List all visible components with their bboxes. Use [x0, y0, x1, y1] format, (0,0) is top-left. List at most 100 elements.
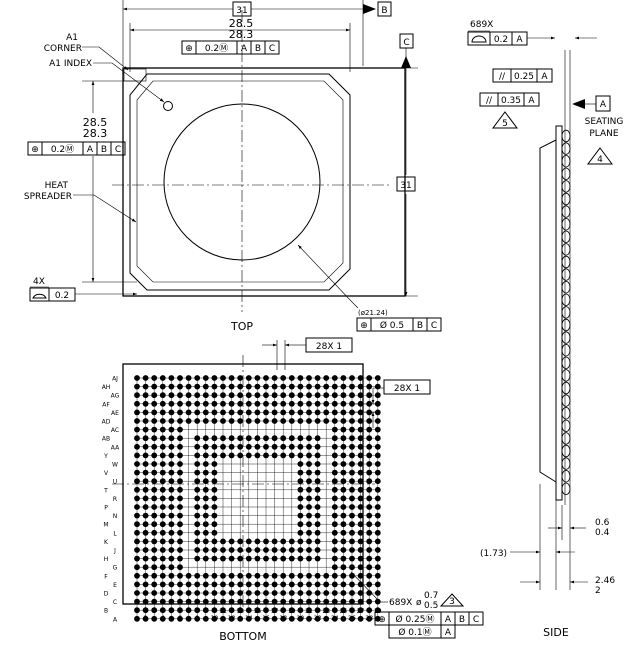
- col-label: 9: [204, 608, 208, 615]
- solder-ball: [288, 452, 295, 459]
- side-ball: [561, 167, 571, 181]
- solder-ball: [151, 486, 158, 493]
- solder-ball: [194, 529, 201, 536]
- solder-ball: [168, 504, 175, 510]
- col-label: 21: [305, 608, 313, 615]
- solder-ball: [340, 409, 347, 416]
- solder-ball: [177, 375, 183, 381]
- solder-ball: [340, 426, 347, 433]
- row-label: AF: [102, 401, 110, 408]
- solder-ball: [151, 392, 158, 399]
- solder-ball: [151, 581, 158, 588]
- solder-ball: [349, 486, 355, 493]
- solder-ball: [374, 495, 381, 502]
- solder-ball: [331, 478, 338, 485]
- solder-ball: [306, 478, 312, 485]
- col-label: 4: [161, 615, 165, 622]
- solder-ball: [168, 469, 175, 476]
- solder-ball: [202, 581, 209, 588]
- solder-ball: [288, 435, 295, 442]
- solder-ball: [323, 392, 330, 399]
- side-ball: [561, 419, 571, 433]
- solder-ball: [331, 426, 338, 433]
- solder-ball: [159, 590, 166, 596]
- solder-ball: [159, 512, 166, 519]
- solder-ball: [280, 383, 287, 390]
- solder-ball: [374, 538, 381, 545]
- solder-ball: [331, 400, 338, 407]
- solder-ball: [168, 512, 175, 519]
- solder-ball: [151, 478, 158, 485]
- fcf-side-flatness: 0.2 A: [467, 31, 528, 46]
- svg-text:⊕: ⊕: [31, 145, 39, 155]
- heat-spreader-outline: [129, 73, 351, 291]
- svg-text:A: A: [528, 96, 535, 106]
- solder-ball: [306, 461, 312, 467]
- solder-ball: [288, 383, 295, 390]
- pitch-x-box: [305, 337, 353, 353]
- solder-ball: [237, 452, 244, 459]
- solder-ball: [202, 469, 209, 476]
- col-label: 5: [169, 608, 173, 615]
- solder-ball: [134, 538, 140, 545]
- solder-ball: [271, 443, 278, 450]
- solder-ball: [194, 375, 201, 381]
- solder-ball: [202, 547, 209, 553]
- solder-ball: [194, 461, 201, 467]
- solder-ball: [374, 529, 381, 536]
- solder-ball: [168, 478, 175, 485]
- solder-ball: [357, 504, 364, 510]
- solder-ball: [288, 443, 295, 450]
- solder-ball: [374, 426, 381, 433]
- side-ball: [561, 255, 571, 269]
- solder-ball: [134, 590, 140, 596]
- solder-ball: [220, 392, 226, 399]
- solder-ball: [357, 598, 364, 605]
- solder-ball: [357, 572, 364, 579]
- solder-ball: [314, 409, 321, 416]
- dim-2: 2: [595, 586, 601, 596]
- solder-ball: [263, 538, 269, 545]
- note5: 5: [502, 119, 508, 129]
- solder-ball: [288, 572, 295, 579]
- solder-ball: [357, 383, 364, 390]
- row-label: C: [113, 599, 117, 606]
- col-label: 23: [322, 608, 330, 615]
- solder-ball: [357, 521, 364, 528]
- solder-ball: [263, 572, 269, 579]
- solder-ball: [159, 409, 166, 416]
- solder-ball: [220, 572, 226, 579]
- solder-ball: [366, 555, 373, 562]
- side-balls: [561, 129, 571, 496]
- ball-dia-max: 0.7: [424, 591, 438, 601]
- solder-ball: [288, 538, 295, 545]
- solder-ball: [323, 400, 330, 407]
- col-label: 6: [178, 615, 182, 622]
- solder-ball: [177, 521, 183, 528]
- solder-ball: [168, 375, 175, 381]
- solder-ball: [228, 383, 235, 390]
- solder-ball: [314, 538, 321, 545]
- solder-ball: [306, 538, 312, 545]
- solder-ball: [254, 383, 261, 390]
- solder-ball: [237, 581, 244, 588]
- solder-ball: [168, 607, 175, 614]
- solder-ball: [314, 486, 321, 493]
- solder-ball: [202, 392, 209, 399]
- solder-ball: [211, 529, 218, 536]
- solder-ball: [254, 443, 261, 450]
- svg-text:A: A: [445, 628, 452, 638]
- solder-ball: [202, 495, 209, 502]
- fcf-top: ⊕ 0.2Ⓜ A B C: [181, 40, 280, 55]
- solder-ball: [194, 478, 201, 485]
- solder-ball: [211, 607, 218, 614]
- solder-ball: [202, 512, 209, 519]
- row-label: V: [104, 470, 109, 477]
- row-label: AC: [111, 427, 119, 434]
- solder-ball: [254, 375, 261, 381]
- solder-ball: [142, 538, 149, 545]
- col-label: 25: [340, 608, 348, 615]
- solder-ball: [202, 504, 209, 510]
- solder-ball: [297, 590, 304, 596]
- solder-ball: [340, 392, 347, 399]
